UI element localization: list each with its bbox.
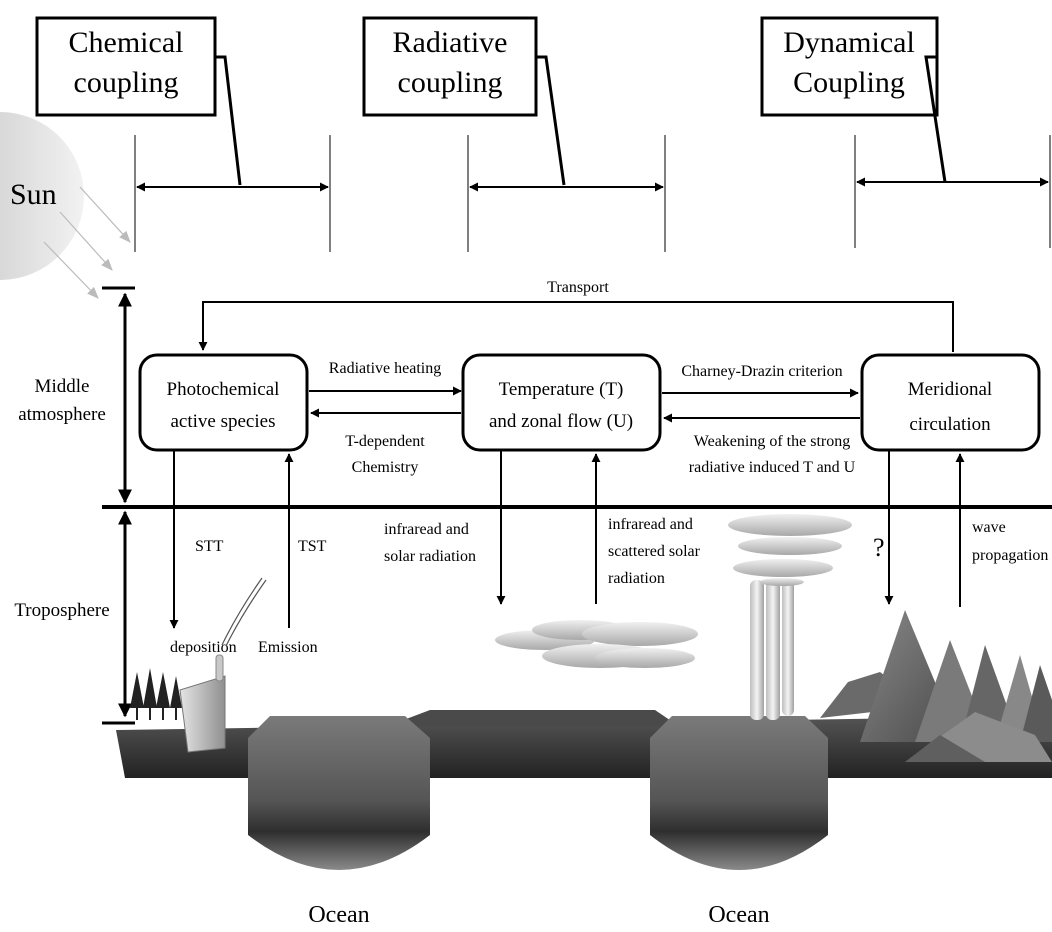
photochemical-box: Photochemical active species — [138, 353, 309, 452]
callout-pointer — [924, 55, 947, 183]
stt-label: STT — [195, 538, 224, 555]
radiative-coupling-label: Radiative — [393, 26, 508, 59]
radiative-coupling-label: coupling — [398, 66, 503, 99]
charney-drazin-label: Charney-Drazin criterion — [681, 363, 842, 380]
chemical-coupling-box — [35, 16, 217, 117]
photochemical-box-frame — [138, 353, 309, 452]
sun: Sun — [0, 112, 131, 299]
callout-pointer — [536, 55, 566, 186]
dynamical-coupling-label: Dynamical — [783, 26, 915, 59]
vertical-arrows: STT TST infraread and solar radiation in… — [169, 450, 1048, 629]
wave-propagation-label: propagation — [972, 547, 1048, 564]
photochemical-label: active species — [171, 411, 276, 432]
meridional-label: circulation — [909, 414, 991, 435]
trees — [130, 668, 182, 720]
troposphere-label: Troposphere — [14, 600, 109, 621]
radiative-coupling-callout: Radiative coupling — [362, 16, 666, 252]
factory — [179, 577, 267, 753]
chemical-coupling-label: Chemical — [69, 26, 184, 59]
question-mark: ? — [873, 533, 885, 562]
landscape: Ocean Ocean — [116, 514, 1052, 928]
radiative-coupling-box — [362, 16, 538, 117]
emission-label: Emission — [258, 639, 318, 656]
sun-ray — [59, 211, 113, 271]
mountains — [820, 610, 1052, 762]
infrared-solar-label: infraread and — [384, 521, 469, 538]
ocean-basin-left — [248, 716, 430, 870]
ocean-label-left: Ocean — [308, 902, 369, 928]
transport-arrow — [198, 301, 954, 352]
ocean-label-right: Ocean — [708, 902, 769, 928]
photochemical-label: Photochemical — [167, 379, 280, 400]
sun-disc — [0, 112, 84, 280]
infrared-scattered-label: infraread and — [608, 516, 693, 533]
weakening-label: Weakening of the strong — [694, 433, 850, 450]
wave-propagation-label: wave — [972, 519, 1006, 536]
ocean-basin-right — [650, 716, 828, 870]
chemical-coupling-callout: Chemical coupling — [35, 16, 331, 252]
t-dependent-label: T-dependent — [345, 433, 425, 450]
meridional-label: Meridional — [908, 379, 992, 400]
dynamical-coupling-label: Coupling — [793, 66, 905, 99]
radiative-heating-label: Radiative heating — [329, 360, 441, 377]
clouds — [495, 620, 698, 668]
sun-ray — [43, 241, 99, 299]
t-dependent-label: Chemistry — [352, 459, 419, 476]
middle-atmosphere-label: atmosphere — [18, 404, 106, 425]
middle-atmosphere-label: Middle — [35, 376, 90, 397]
weakening-label: radiative induced T and U — [689, 459, 856, 476]
infrared-scattered-label: radiation — [608, 570, 665, 587]
tst-label: TST — [298, 538, 327, 555]
infrared-solar-label: solar radiation — [384, 548, 476, 565]
temperature-label: Temperature (T) — [499, 379, 624, 400]
infrared-scattered-label: scattered solar — [608, 543, 701, 560]
sun-label: Sun — [10, 178, 57, 211]
temperature-box-frame — [461, 353, 662, 452]
sun-ray — [79, 186, 131, 243]
transport-label: Transport — [547, 279, 609, 296]
dynamical-coupling-callout: Dynamical Coupling — [760, 16, 1051, 248]
temperature-box: Temperature (T) and zonal flow (U) — [461, 353, 662, 452]
interaction-arrows: Radiative heating T-dependent Chemistry … — [309, 360, 860, 476]
transport-loop: Transport — [198, 279, 954, 352]
callout-pointer — [215, 55, 242, 186]
temperature-label: and zonal flow (U) — [489, 411, 633, 432]
meridional-box: Meridional circulation — [860, 353, 1041, 452]
deposition-label: deposition — [170, 639, 237, 656]
chemical-coupling-label: coupling — [74, 66, 179, 99]
layer-scale: Middle atmosphere Troposphere — [14, 286, 135, 725]
dynamical-coupling-box — [760, 16, 939, 117]
meridional-box-frame — [860, 353, 1041, 452]
land-ridge — [385, 710, 680, 727]
thunderstorm-cloud — [728, 514, 852, 720]
